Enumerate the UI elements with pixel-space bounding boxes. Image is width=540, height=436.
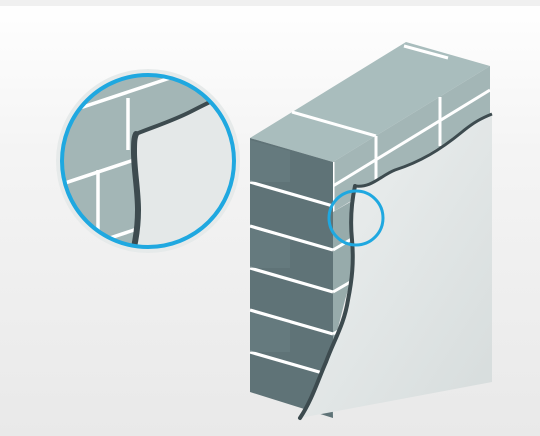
zoom-plaster-edge <box>125 131 142 247</box>
wall-top-face <box>250 42 490 162</box>
wall-top-mortar <box>291 44 449 138</box>
top-band <box>0 0 540 6</box>
plaster-edge <box>298 184 357 420</box>
magnified-callout <box>56 69 240 253</box>
brick-wall <box>249 42 493 420</box>
callout-ring <box>60 73 236 249</box>
wall-front-shading <box>250 140 290 352</box>
wall-front-mortar <box>249 180 334 378</box>
plaster-layer <box>300 114 492 418</box>
callout-marker <box>327 189 385 247</box>
plaster-top-edge <box>354 112 493 188</box>
